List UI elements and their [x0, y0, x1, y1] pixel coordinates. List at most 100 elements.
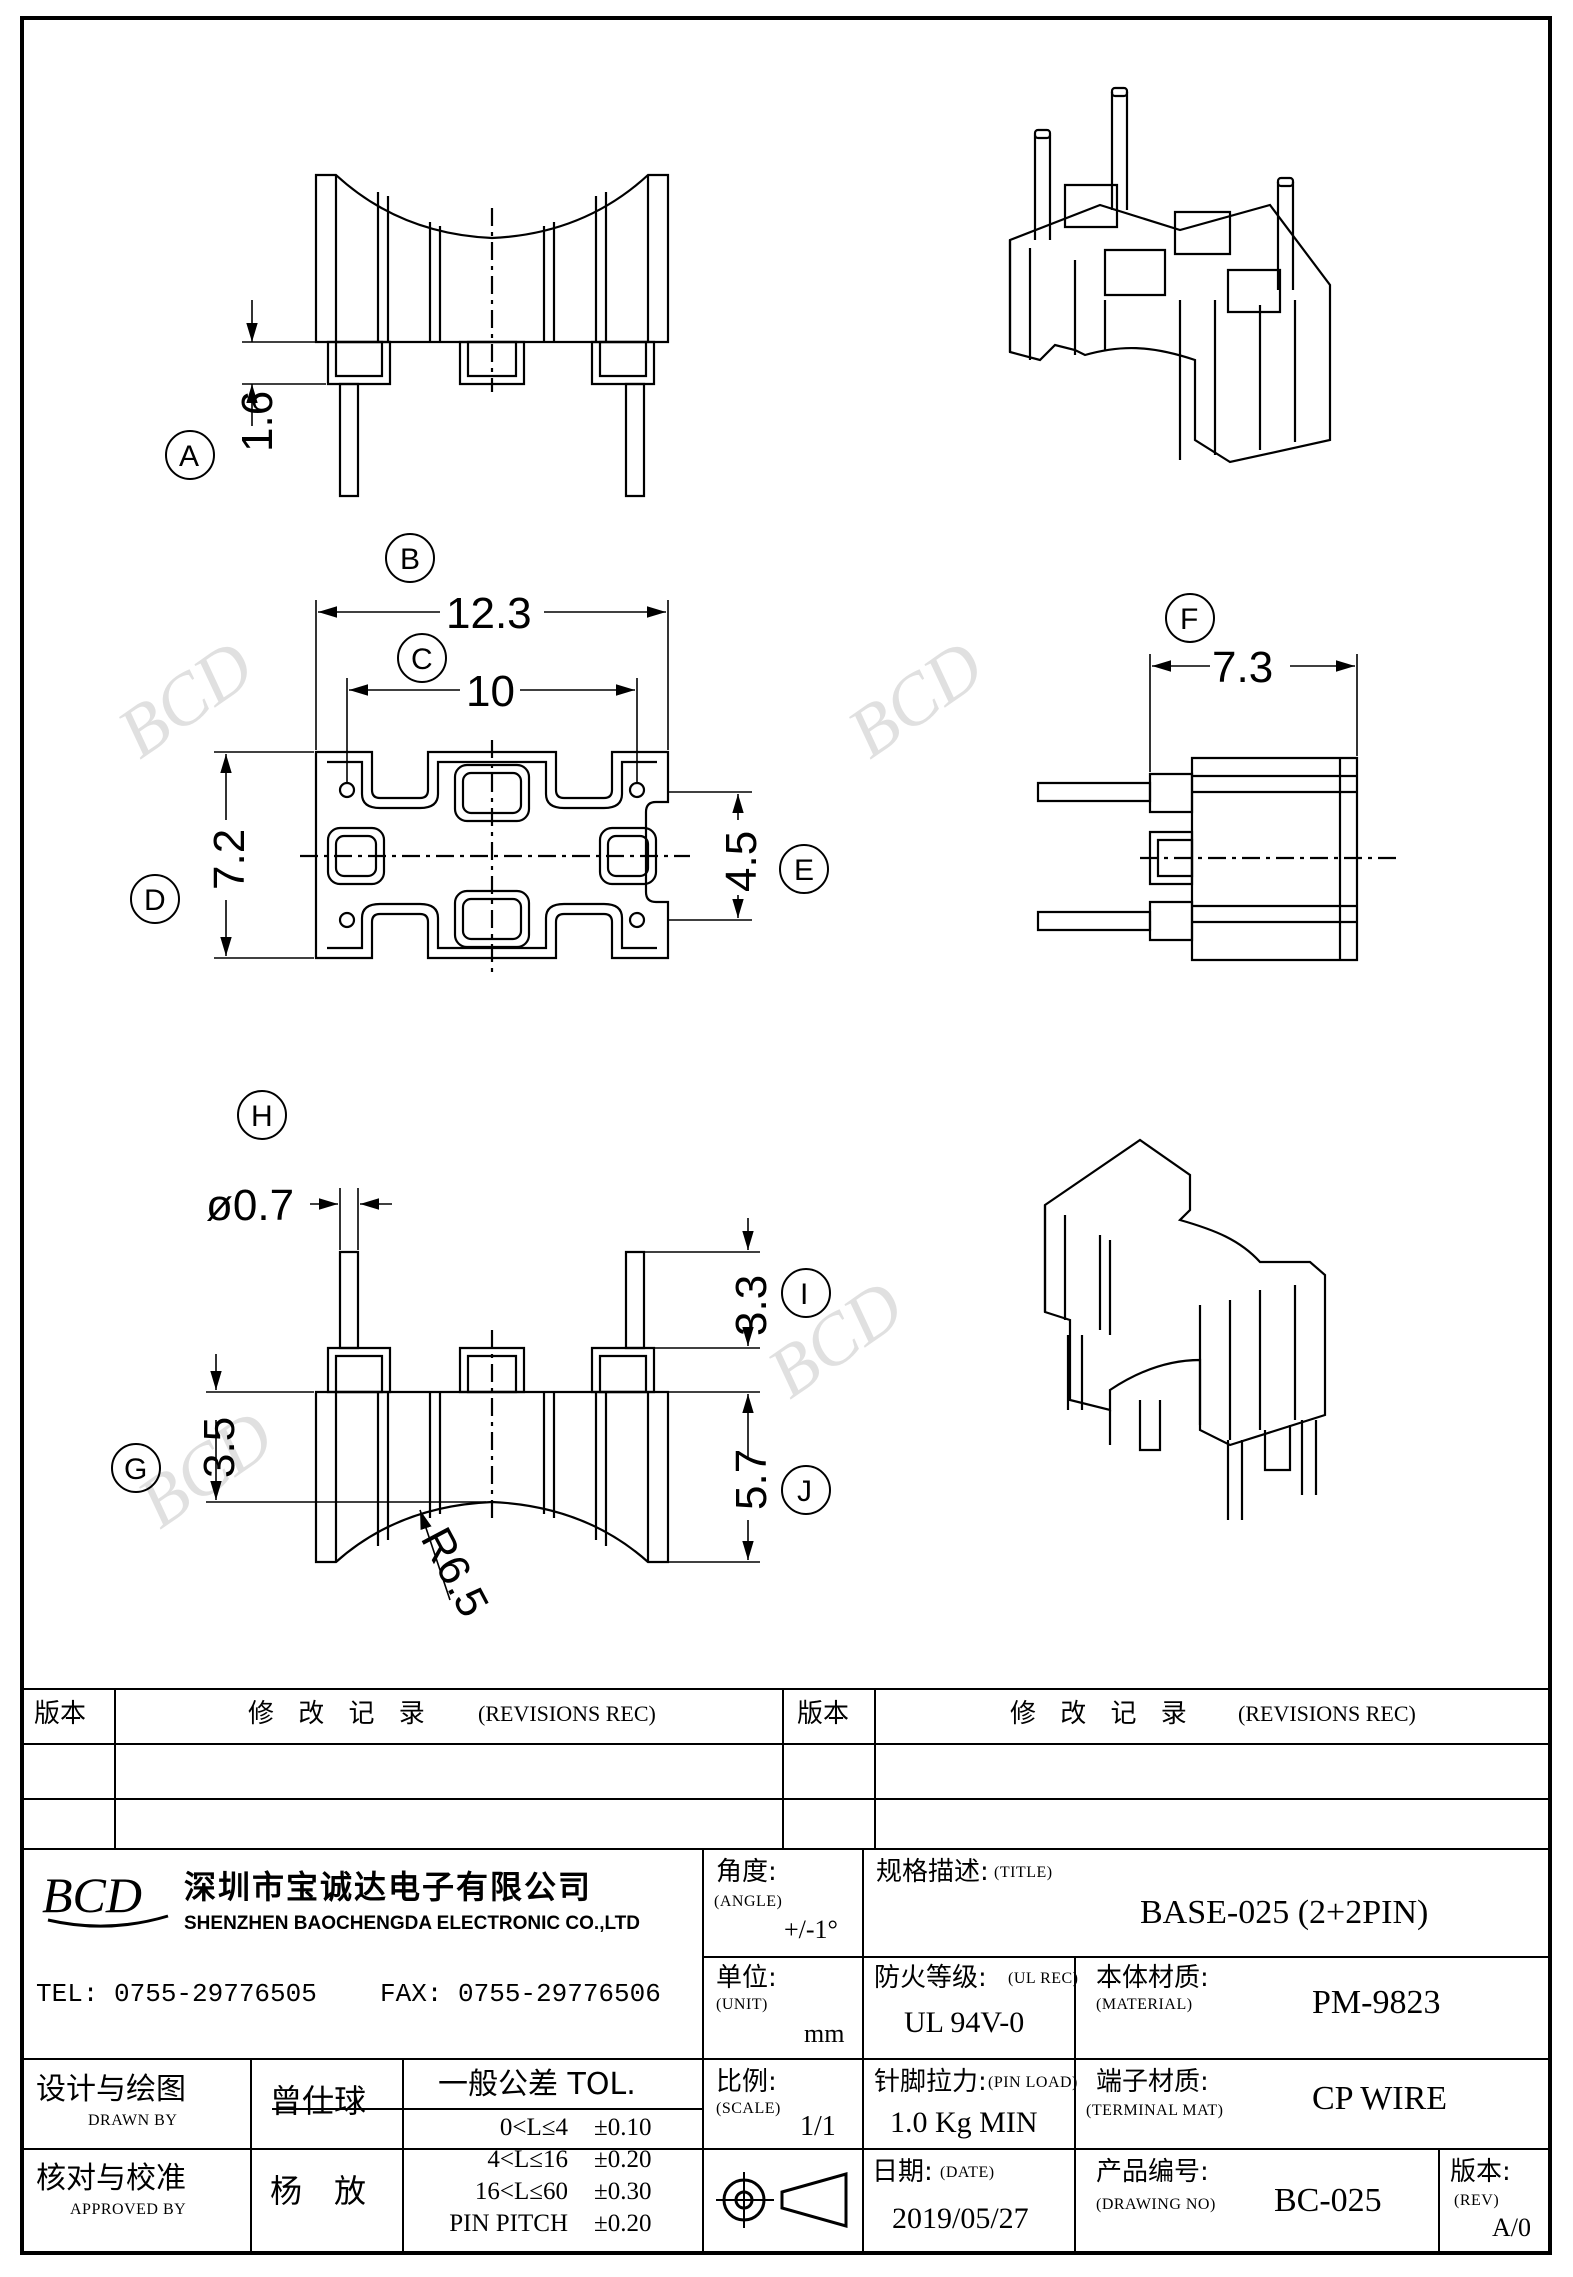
svg-text:BCD: BCD	[42, 1867, 142, 1923]
rev-value: A/0	[1492, 2213, 1531, 2242]
rev-rec-label-right: 修 改 记 录	[1010, 1699, 1195, 1729]
svg-text:BCD: BCD	[833, 625, 997, 773]
terminal-value: CP WIRE	[1312, 2080, 1448, 2117]
tolerance-range-1: 4<L≤16	[487, 2146, 568, 2173]
drawn-value: 曾仕球	[270, 2082, 367, 2120]
callout-label-a: A	[179, 440, 199, 473]
pin-load-label-en: (PIN LOAD)	[988, 2074, 1078, 2091]
company-fax: FAX: 0755-29776506	[380, 1979, 661, 2009]
dim-value-diameter-0-7: ø0.7	[206, 1181, 294, 1230]
dim-value-10: 10	[466, 667, 515, 716]
title-value: BASE-025 (2+2PIN)	[1140, 1894, 1429, 1931]
bottom-view	[206, 1188, 760, 1600]
material-label: 本体材质:	[1096, 1963, 1209, 1993]
scale-value: 1/1	[800, 2111, 836, 2142]
terminal-label: 端子材质:	[1096, 2067, 1209, 2097]
tolerance-value-1: ±0.20	[594, 2146, 652, 2173]
callout-circle-a	[166, 431, 214, 479]
front-view	[242, 175, 668, 496]
tolerance-value-2: ±0.30	[594, 2178, 652, 2205]
watermark-logo: BCD BCD BCD BCD	[103, 625, 997, 1543]
callout-label-h: H	[251, 1100, 273, 1133]
ul-value: UL 94V-0	[904, 2006, 1025, 2039]
unit-label: 单位:	[716, 1963, 777, 1993]
ul-label: 防火等级:	[874, 1963, 987, 1993]
tolerance-range-2: 16<L≤60	[474, 2178, 568, 2205]
top-view	[214, 600, 752, 972]
callout-circle-h	[238, 1091, 286, 1139]
dim-value-12-3: 12.3	[446, 589, 532, 638]
pin-load-label: 针脚拉力:	[874, 2067, 987, 2097]
drawing-no-label-en: (DRAWING NO)	[1096, 2196, 1216, 2213]
dim-value-3-5: 3.5	[195, 1417, 244, 1478]
company-tel: TEL: 0755-29776505	[36, 1979, 317, 2009]
callout-circle-e	[780, 845, 828, 893]
rev-rec-en-right: (REVISIONS REC)	[1238, 1701, 1416, 1726]
dim-value-4-5: 4.5	[717, 831, 766, 892]
scale-label: 比例:	[716, 2067, 777, 2097]
unit-value: mm	[804, 2019, 845, 2048]
pin-load-value: 1.0 Kg MIN	[890, 2106, 1038, 2139]
isometric-view-top	[1010, 88, 1330, 462]
company-name-cn: 深圳市宝诚达电子有限公司	[184, 1868, 593, 1906]
company-name-en: SHENZHEN BAOCHENGDA ELECTRONIC CO.,LTD	[184, 1913, 640, 1934]
angle-value: +/-1°	[784, 1915, 838, 1944]
callout-label-j: J	[797, 1475, 812, 1508]
date-value: 2019/05/27	[892, 2202, 1029, 2235]
drawn-label-en: DRAWN BY	[88, 2112, 178, 2129]
title-label-en: (TITLE)	[994, 1864, 1053, 1881]
angle-label-en: (ANGLE)	[714, 1893, 783, 1910]
callout-label-d: D	[144, 884, 166, 917]
callout-label-b: B	[400, 543, 420, 576]
svg-text:BCD: BCD	[103, 625, 267, 773]
callout-circle-i	[782, 1269, 830, 1317]
callout-circle-g	[112, 1444, 160, 1492]
dim-value-7-2: 7.2	[205, 829, 254, 890]
dim-value-3-3: 3.3	[727, 1275, 776, 1336]
callout-label-e: E	[794, 854, 814, 887]
drawn-label: 设计与绘图	[36, 2072, 186, 2107]
callout-label-f: F	[1180, 603, 1198, 636]
rev-rec-label-left: 修 改 记 录	[248, 1699, 433, 1729]
callout-circle-f	[1166, 594, 1214, 642]
callout-label-i: I	[800, 1278, 808, 1311]
callout-label-c: C	[411, 643, 433, 676]
callout-label-g: G	[124, 1453, 147, 1486]
tolerance-range-0: 0<L≤4	[499, 2114, 568, 2141]
company-logo: BCD	[42, 1867, 169, 1928]
title-block: 版本 修 改 记 录 (REVISIONS REC) 版本 修 改 记 录 (R…	[22, 1688, 1550, 2253]
rev-label: 版本:	[1450, 2157, 1511, 2187]
dim-value-r6-5: R6.5	[411, 1520, 498, 1625]
callout-circle-j	[782, 1466, 830, 1514]
technical-drawing: BCD BCD BCD BCD 1.6 A	[103, 0, 1573, 1625]
dim-value-7-3: 7.3	[1212, 643, 1273, 692]
drawing-no-label: 产品编号:	[1096, 2157, 1209, 2187]
side-view	[1038, 654, 1400, 960]
approved-label: 核对与校准	[36, 2161, 186, 2196]
callout-circle-d	[131, 875, 179, 923]
svg-text:BCD: BCD	[753, 1265, 917, 1413]
drawing-no-value: BC-025	[1274, 2182, 1382, 2219]
unit-label-en: (UNIT)	[716, 1996, 768, 2013]
terminal-label-en: (TERMINAL MAT)	[1086, 2102, 1224, 2119]
tolerance-value-0: ±0.10	[594, 2114, 652, 2141]
callout-circle-b	[386, 534, 434, 582]
material-label-en: (MATERIAL)	[1096, 1996, 1193, 2013]
approved-label-en: APPROVED BY	[70, 2201, 187, 2218]
rev-ver-label-left: 版本	[34, 1699, 87, 1729]
projection-symbol-icon	[716, 2172, 848, 2228]
dim-value-5-7: 5.7	[727, 1449, 776, 1510]
material-value: PM-9823	[1312, 1984, 1441, 2021]
dim-value-1-6: 1.6	[233, 391, 282, 452]
tolerance-title: 一般公差 TOL.	[438, 2067, 636, 2102]
tolerance-range-3: PIN PITCH	[449, 2210, 568, 2237]
rev-ver-label-right: 版本	[797, 1699, 850, 1729]
date-label-en: (DATE)	[940, 2164, 995, 2181]
angle-label: 角度:	[716, 1857, 777, 1887]
rev-label-en: (REV)	[1454, 2192, 1500, 2209]
isometric-view-bottom	[1045, 1140, 1325, 1520]
approved-value: 杨 放	[270, 2172, 367, 2210]
rev-rec-en-left: (REVISIONS REC)	[478, 1701, 656, 1726]
